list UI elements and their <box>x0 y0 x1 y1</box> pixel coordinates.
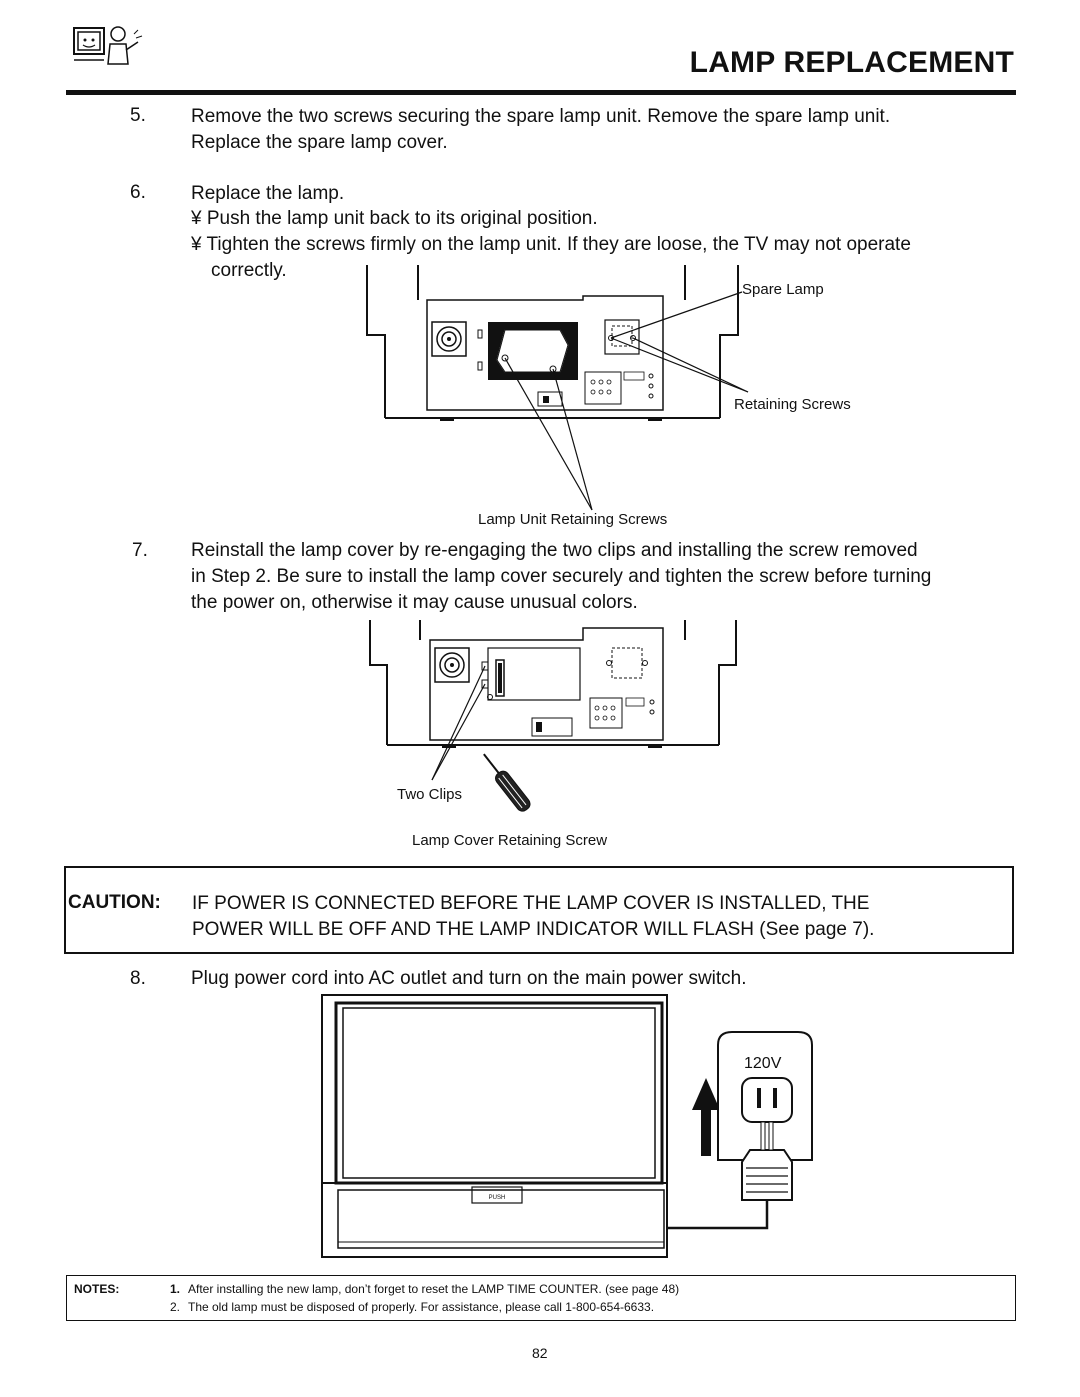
step-6-line-1: Replace the lamp. <box>191 183 345 204</box>
figure-lamp-exposed-diagram <box>366 265 749 511</box>
notes-box <box>66 1275 1016 1321</box>
label-retaining-screws: Retaining Screws <box>734 396 851 413</box>
note-2-number: 2. <box>170 1300 181 1314</box>
title-rule <box>66 90 1016 95</box>
step-7-line-1: Reinstall the lamp cover by re-engaging … <box>191 540 918 561</box>
voltage-label: 120V <box>744 1055 782 1072</box>
page-title: LAMP REPLACEMENT <box>689 46 1014 79</box>
technician-logo-icon <box>73 26 143 65</box>
step-8-line-1: Plug power cord into AC outlet and turn … <box>191 968 747 989</box>
step-7-number: 7. <box>132 540 148 561</box>
step-5-line-1: Remove the two screws securing the spare… <box>191 106 891 127</box>
note-1-number: 1. <box>170 1282 181 1296</box>
note-1-text: After installing the new lamp, don’t for… <box>188 1282 680 1296</box>
step-5-line-2: Replace the spare lamp cover. <box>191 132 448 153</box>
step-6-bullet-1: ¥ Push the lamp unit back to its origina… <box>191 208 598 229</box>
caution-line-1: IF POWER IS CONNECTED BEFORE THE LAMP CO… <box>192 893 870 914</box>
figure-tv-power-diagram: PUSH <box>321 994 813 1258</box>
caution-box <box>64 866 1014 954</box>
step-6-bullet-2-cont: correctly. <box>211 260 287 281</box>
push-label: PUSH <box>489 1195 506 1201</box>
note-2-text: The old lamp must be disposed of properl… <box>188 1300 655 1314</box>
step-6-number: 6. <box>130 182 146 203</box>
step-8-number: 8. <box>130 968 146 989</box>
step-5-number: 5. <box>130 105 146 126</box>
label-lamp-cover-retaining-screw: Lamp Cover Retaining Screw <box>412 832 608 849</box>
step-7-line-3: the power on, otherwise it may cause unu… <box>191 592 638 613</box>
page-number: 82 <box>532 1345 548 1361</box>
notes-label: NOTES: <box>74 1282 120 1296</box>
label-two-clips: Two Clips <box>397 786 463 803</box>
figure-lamp-cover-diagram <box>369 620 737 812</box>
step-7-line-2: in Step 2. Be sure to install the lamp c… <box>191 566 932 587</box>
caution-label: CAUTION: <box>68 892 161 913</box>
step-6-bullet-2: ¥ Tighten the screws firmly on the lamp … <box>191 234 911 255</box>
label-spare-lamp: Spare Lamp <box>742 281 824 298</box>
caution-line-2: POWER WILL BE OFF AND THE LAMP INDICATOR… <box>192 919 875 940</box>
label-lamp-unit-retaining-screws: Lamp Unit Retaining Screws <box>478 511 668 528</box>
